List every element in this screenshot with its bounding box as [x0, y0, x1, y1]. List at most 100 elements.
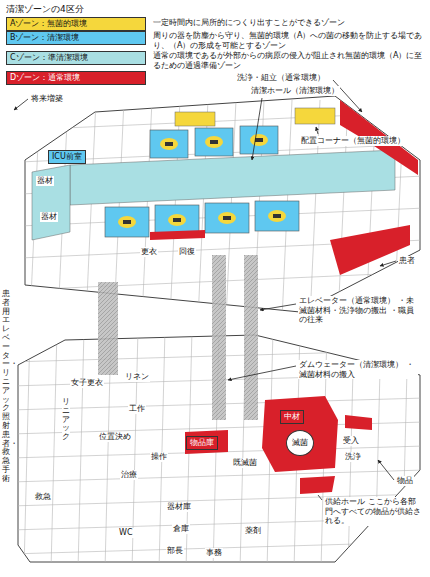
legend-swatch: Bゾーン：清潔環境 [6, 31, 146, 45]
operating-table [210, 140, 218, 144]
operating-table [255, 138, 263, 142]
node-text: 中材 [284, 412, 300, 421]
elevator-shaft [212, 255, 226, 420]
room-label: 受入 [342, 436, 360, 446]
patient-elevator-shaft [98, 282, 118, 375]
legend-swatch: Cゾーン：準清潔環境 [6, 51, 146, 65]
legend-row: Cゾーン：準清潔環境 [6, 51, 146, 65]
zone-c [70, 150, 395, 205]
room-label: 器材 [36, 176, 54, 186]
legend-row: Aゾーン：無菌的環境 [6, 17, 146, 31]
zone-d [300, 476, 335, 494]
room-label: 既滅菌 [232, 458, 258, 468]
leader-line [14, 99, 28, 110]
sterile-field [160, 138, 178, 150]
leader-line [378, 460, 394, 480]
legend-text: Aゾーン：無菌的環境 [10, 19, 87, 28]
leader-line [380, 261, 396, 266]
room-label: 洗浄・組立（通常環境） [236, 73, 326, 83]
operating-room [255, 201, 299, 231]
room-label: 事務 [205, 548, 223, 558]
leader-line [318, 495, 322, 500]
room-label: 操作 [150, 452, 168, 462]
legend-note: 一定時間内に局所的につくり出すことができるゾーン [152, 18, 428, 28]
room-label: 部長 [166, 546, 184, 556]
zone-d [330, 225, 410, 275]
diagram-title: 清潔ゾーンの4区分 [6, 3, 84, 16]
operating-room [195, 128, 233, 156]
room-label: 女子更衣 [70, 378, 104, 388]
room-label: 回復 [178, 247, 196, 257]
sterile-field [268, 210, 286, 222]
legend-row: Bゾーン：清潔環境 [6, 31, 146, 45]
legend-row: Dゾーン：通常環境 [6, 71, 146, 85]
room-label: 位置決め [98, 432, 132, 442]
legend-swatch: Aゾーン：無菌的環境 [6, 17, 146, 31]
sterile-field [218, 212, 236, 224]
room-box: 中材 [280, 410, 304, 424]
room-label: 器材 [40, 212, 58, 222]
room-label: 器材庫 [166, 502, 192, 512]
room-label: リネン [124, 372, 150, 382]
operating-table [165, 142, 173, 146]
legend-text: Cゾーン：準清潔環境 [10, 53, 88, 62]
room-label: 薬剤 [244, 526, 262, 536]
operating-table [123, 220, 131, 224]
room-label: 供給ホール ここから各部門へすべての物品が供給される。 [324, 497, 422, 526]
leader-line [252, 98, 262, 160]
room-label: 治療 [120, 470, 138, 480]
sterile-field [205, 136, 223, 148]
dumbwaiter-shaft [244, 255, 258, 420]
room-label: 更衣 [140, 247, 158, 257]
legend-note: 周りの器を防塵から守り、無菌的環境（A）への菌の移動を防止する場であり、（A）の… [152, 31, 428, 50]
circled-label: 滅菌 [286, 430, 314, 456]
operating-rooms [105, 126, 299, 237]
room-label: 患者 [398, 256, 416, 266]
room-label: 患者用エレベーター・リニアック照射患者・救急手術 [2, 290, 10, 484]
room-label: 洗浄 [344, 452, 362, 462]
operating-room [150, 130, 188, 158]
room-label: 救急 [34, 492, 52, 502]
room-label: 配置コーナー（無菌的環境） [300, 136, 406, 146]
zone-d [150, 230, 205, 240]
leader-line [228, 366, 296, 380]
node-text: 滅菌 [292, 438, 308, 447]
leader-line [316, 127, 318, 134]
zone-a [175, 112, 215, 126]
room-box: ICU前室 [48, 150, 86, 164]
sterile-field [118, 216, 136, 228]
leader-line [260, 304, 296, 310]
operating-room [105, 207, 149, 237]
zone-d [345, 415, 372, 430]
room-label: WC [118, 528, 134, 538]
legend-swatch: Dゾーン：通常環境 [6, 71, 146, 85]
operating-room [240, 126, 278, 154]
room-label: 将来増築 [30, 94, 64, 104]
legend-note: 通常の環境であるが外部からの病原の侵入が阻止され無菌的環境（A）に至るための通過… [152, 51, 428, 70]
room-label: 物品 [396, 476, 414, 486]
room-box: 物品庫 [186, 436, 218, 450]
zone-a [295, 108, 335, 124]
room-label: 工作 [128, 404, 146, 414]
legend-text: Dゾーン：通常環境 [10, 73, 80, 82]
node-text: 物品庫 [190, 438, 214, 447]
node-text: ICU前室 [52, 152, 82, 161]
zone-c [32, 165, 70, 240]
zone-d [262, 396, 338, 472]
room-label: エレベーター（通常環境） ・未滅菌材料・洗浄物の搬出 ・職員の往来 [298, 296, 418, 325]
sterile-field [250, 134, 268, 146]
legend-text: Bゾーン：清潔環境 [10, 33, 80, 42]
room-label: ダムウェーター（清潔環境） ・滅菌材料の搬入 [298, 360, 418, 379]
room-label: 清潔ホール（清潔環境） [250, 86, 340, 96]
operating-table [273, 214, 281, 218]
room-label: 倉庫 [172, 524, 190, 534]
zone-d [185, 430, 228, 454]
leader-line [333, 80, 362, 112]
operating-table [223, 216, 231, 220]
room-label: リニアック [62, 398, 70, 442]
operating-room [205, 203, 249, 233]
operating-table [173, 218, 181, 222]
sterile-field [168, 214, 186, 226]
